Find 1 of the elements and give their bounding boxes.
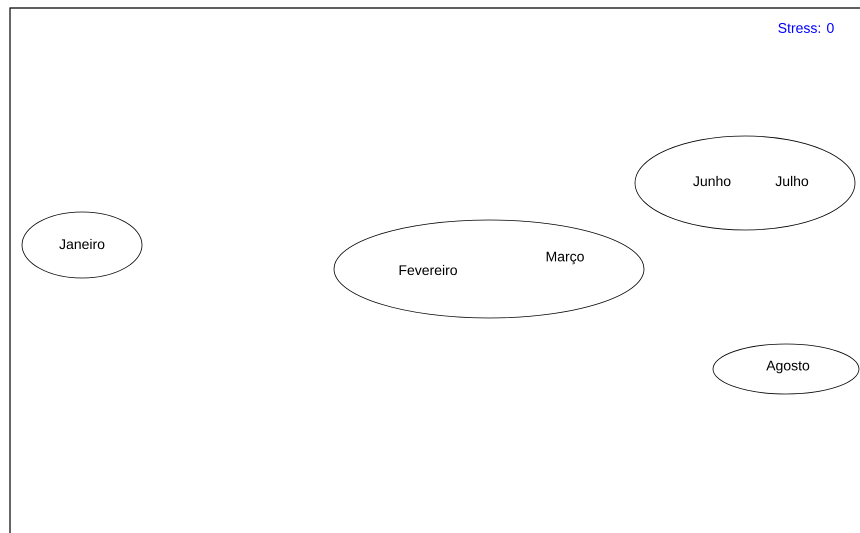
stress-label: Stress: 0 bbox=[778, 23, 834, 33]
